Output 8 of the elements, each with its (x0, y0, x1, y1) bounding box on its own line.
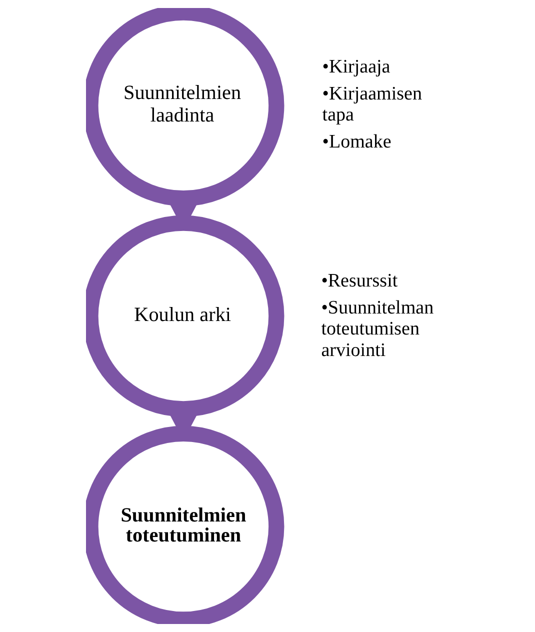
node-label: •Kirjaaja (322, 56, 390, 78)
node-circle: Koulun arki (86, 215, 284, 417)
node-label: •Resurssit (320, 270, 398, 292)
node-circle: Suunnitelmien laadinta (86, 8, 284, 206)
node-label: •Kirjaamisen tapa (322, 83, 422, 126)
node-circle: Suunnitelmien toteutuminen (86, 426, 284, 624)
node-label: •Suunnitelman toteutumisen arviointi (320, 297, 434, 361)
node-label: •Lomake (322, 132, 391, 153)
